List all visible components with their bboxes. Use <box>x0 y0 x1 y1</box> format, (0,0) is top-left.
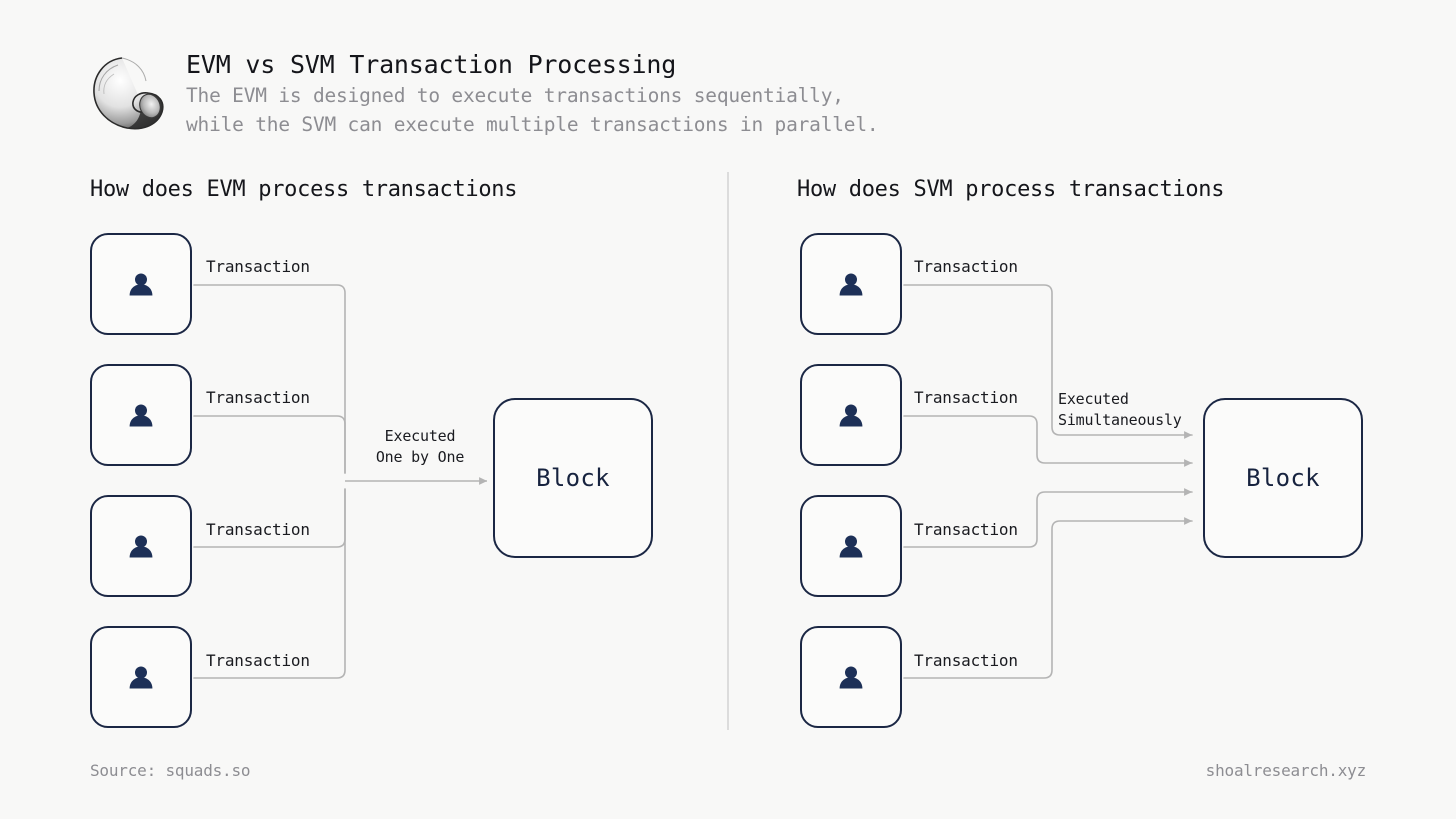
subtitle-line-2: while the SVM can execute multiple trans… <box>186 112 879 136</box>
evm-section-heading: How does EVM process transactions <box>90 177 518 202</box>
evm-block-box[interactable]: Block <box>493 398 653 558</box>
subtitle-line-1: The EVM is designed to execute transacti… <box>186 84 844 107</box>
evm-transaction-label-4: Transaction <box>206 651 310 670</box>
svm-block-box[interactable]: Block <box>1203 398 1363 558</box>
evm-block-label: Block <box>536 464 610 492</box>
svm-wire-caption-line-2: Simultaneously <box>1058 411 1182 429</box>
evm-user-card-3[interactable] <box>90 495 192 597</box>
svm-user-card-4[interactable] <box>800 626 902 728</box>
panel-divider <box>727 172 729 730</box>
evm-wire-caption: Executed One by One <box>356 426 484 468</box>
evm-user-card-4[interactable] <box>90 626 192 728</box>
evm-transaction-label-3: Transaction <box>206 520 310 539</box>
svm-section-heading: How does SVM process transactions <box>797 177 1225 202</box>
svm-wire-caption: Executed Simultaneously <box>1058 389 1190 431</box>
evm-transaction-label-1: Transaction <box>206 257 310 276</box>
evm-wire-4 <box>193 488 346 679</box>
evm-transaction-label-2: Transaction <box>206 388 310 407</box>
evm-user-card-2[interactable] <box>90 364 192 466</box>
svm-user-card-3[interactable] <box>800 495 902 597</box>
svm-transaction-label-3: Transaction <box>914 520 1018 539</box>
evm-wire-caption-line-2: One by One <box>375 448 465 466</box>
svm-transaction-label-1: Transaction <box>914 257 1018 276</box>
evm-user-card-1[interactable] <box>90 233 192 335</box>
footer-source: Source: squads.so <box>90 761 251 780</box>
svm-transaction-label-4: Transaction <box>914 651 1018 670</box>
page-title: EVM vs SVM Transaction Processing <box>186 50 677 79</box>
header-text-block: EVM vs SVM Transaction Processing The EV… <box>186 48 1086 139</box>
svm-wire-caption-line-1: Executed <box>1058 390 1129 408</box>
evm-wire-1 <box>193 284 346 474</box>
shell-logo-icon <box>88 52 168 136</box>
svm-user-card-2[interactable] <box>800 364 902 466</box>
footer-site: shoalresearch.xyz <box>1205 761 1367 780</box>
svm-block-label: Block <box>1246 464 1320 492</box>
evm-wire-caption-line-1: Executed <box>384 427 456 445</box>
svm-user-card-1[interactable] <box>800 233 902 335</box>
svm-transaction-label-2: Transaction <box>914 388 1018 407</box>
evm-wire-2 <box>193 415 346 474</box>
